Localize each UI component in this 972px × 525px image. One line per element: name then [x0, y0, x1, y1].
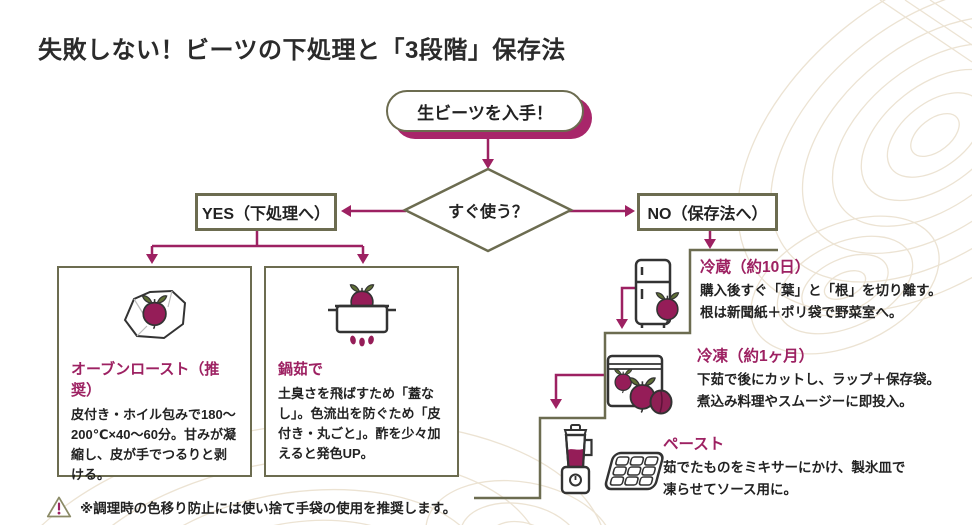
arrow-lines [150, 134, 712, 400]
fridge-icon [634, 258, 680, 328]
beet-foil-icon [59, 280, 250, 352]
prep-body: 皮付き・ホイル包みで180〜200℃×40〜60分。甘みが凝縮し、皮が手でつるり… [71, 407, 236, 483]
ice-tray-icon [604, 451, 664, 491]
storage-stage-refrigerate-title: 冷蔵（約10日） [700, 259, 811, 276]
no-branch-label: NO（保存法へ） [637, 193, 778, 231]
warning-icon [46, 496, 72, 518]
start-node: 生ビーツを入手！ [386, 90, 584, 132]
freezer-bag-icon [606, 354, 673, 415]
storage-stage-paste-title: ペースト [663, 436, 725, 453]
pot-boil-icon [266, 280, 457, 352]
storage-stage-freeze-title: 冷凍（約1ヶ月） [697, 348, 815, 365]
diamond-shape [402, 167, 574, 253]
prep-body: 土臭さを飛ばすため「蓋なし」。色流出を防ぐため「皮付き・丸ごと」。酢を少々加える… [278, 386, 441, 462]
footnote-text: ※調理時の色移り防止には使い捨て手袋の使用を推奨します。 [80, 501, 457, 516]
prep-title: オーブンロースト（推奨） [71, 361, 220, 399]
decision-label: すぐ使う？ [447, 204, 528, 221]
arrow-heads [146, 159, 716, 409]
yes-text: YES（下処理へ） [201, 206, 331, 223]
prep-title: 鍋茹で [278, 361, 324, 378]
page-title: 失敗しない！ビーツの下処理と「3段階」保存法 [38, 37, 566, 64]
staircase-line [474, 248, 778, 500]
decision-node: すぐ使う？ [402, 167, 574, 253]
storage-stage-refrigerate-body: 購入後すぐ「葉」と「根」を切り離す。 根は新聞紙＋ポリ袋で野菜室へ。 [700, 283, 942, 320]
no-text: NO（保存法へ） [647, 206, 768, 223]
storage-stage-paste-body: 茹でたものをミキサーにかけ、製氷皿で 凍らせてソース用に。 [663, 460, 906, 497]
storage-stage-freeze-body: 下茹で後にカットし、ラップ＋保存袋。 煮込み料理やスムージーに即投入。 [697, 372, 940, 409]
yes-branch-label: YES（下処理へ） [195, 193, 337, 231]
blender-icon [560, 424, 593, 495]
start-node-label: 生ビーツを入手！ [417, 103, 553, 123]
prep-card-pot-boil: 鍋茹で 土臭さを飛ばすため「蓋なし」。色流出を防ぐため「皮付き・丸ごと」。酢を少… [264, 266, 459, 477]
prep-card-oven-roast: オーブンロースト（推奨） 皮付き・ホイル包みで180〜200℃×40〜60分。甘… [57, 266, 252, 482]
footnote: ※調理時の色移り防止には使い捨て手袋の使用を推奨します。 [46, 495, 456, 519]
